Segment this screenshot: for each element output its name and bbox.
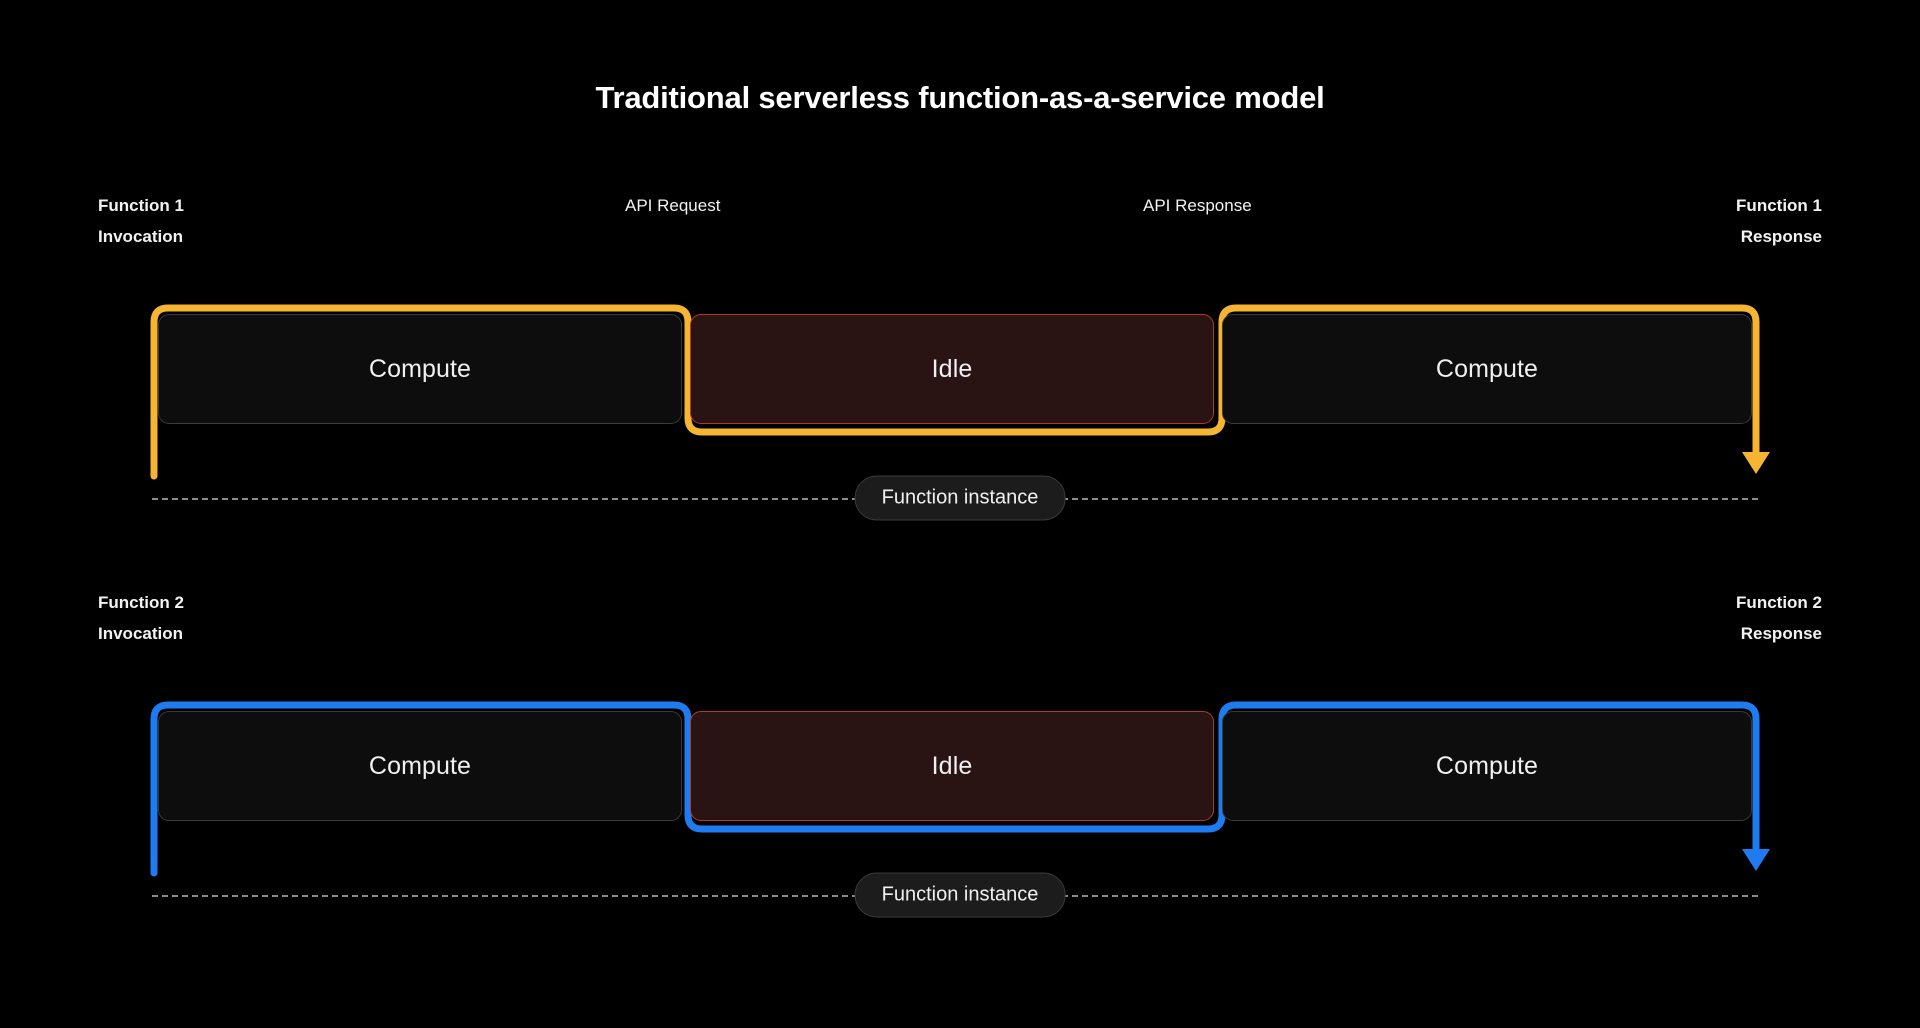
label-api-request: API Request bbox=[625, 196, 721, 215]
function-2-segments: Compute Idle Compute bbox=[150, 701, 1760, 833]
function-2-bracket bbox=[150, 701, 1770, 877]
segment-compute-4: Compute bbox=[1222, 711, 1752, 821]
label-function-1-invocation: Function 1 Invocation bbox=[98, 196, 184, 246]
function-2-instance-badge: Function instance bbox=[854, 872, 1066, 918]
label-function-2-invocation: Function 2 Invocation bbox=[98, 593, 184, 643]
label-function-1-response: Function 1 Response bbox=[1736, 196, 1822, 246]
segment-compute-3: Compute bbox=[158, 711, 682, 821]
page-title: Traditional serverless function-as-a-ser… bbox=[595, 80, 1325, 115]
segment-compute-1: Compute bbox=[158, 314, 682, 424]
function-1-bracket-path bbox=[150, 304, 1770, 480]
segment-compute-2: Compute bbox=[1222, 314, 1752, 424]
label-function-2-response: Function 2 Response bbox=[1736, 593, 1822, 643]
function-1-instance-badge: Function instance bbox=[854, 475, 1066, 521]
segment-idle-2: Idle bbox=[690, 711, 1214, 821]
function-2-bracket-path bbox=[150, 701, 1770, 877]
segment-idle-1: Idle bbox=[690, 314, 1214, 424]
function-1-bracket bbox=[150, 304, 1770, 480]
function-1-segments: Compute Idle Compute bbox=[150, 304, 1760, 436]
label-api-response: API Response bbox=[1143, 196, 1252, 215]
